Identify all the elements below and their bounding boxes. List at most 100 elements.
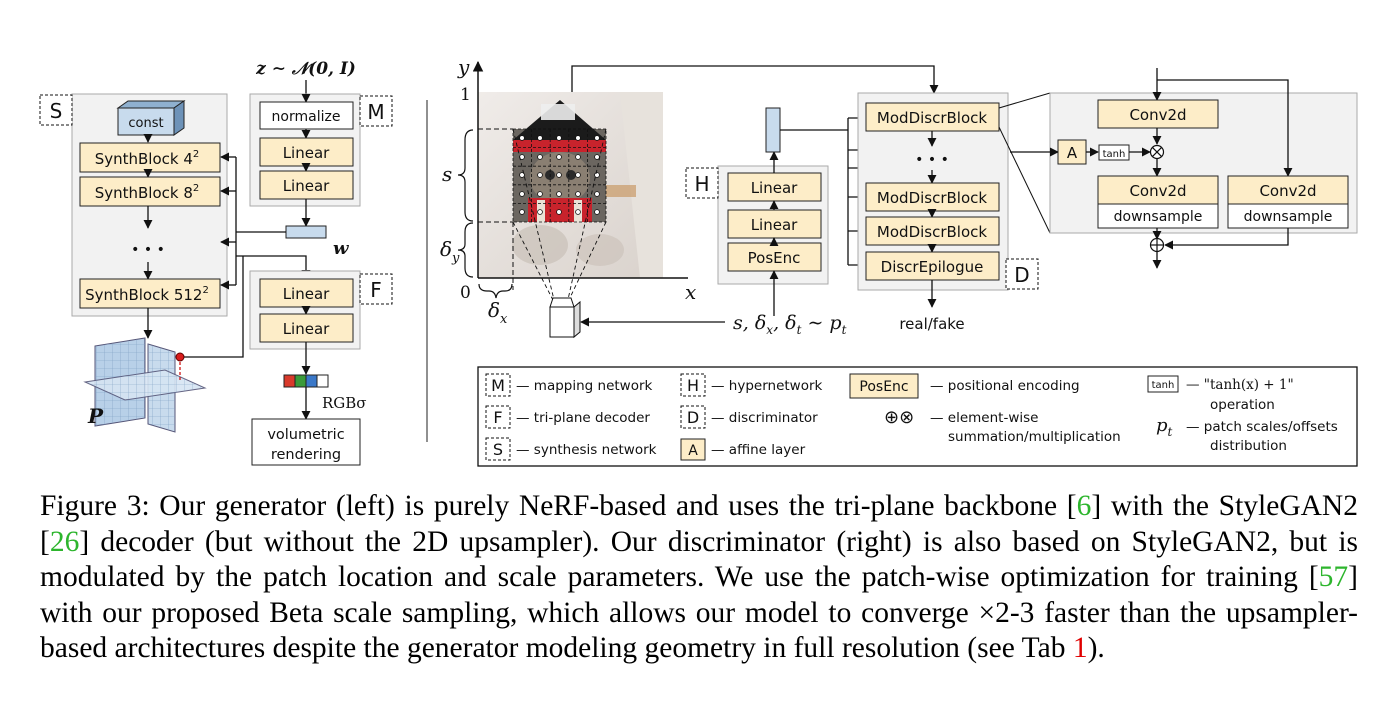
synth-block-exp: 2	[193, 149, 199, 160]
downsample-block-1	[1097, 203, 1219, 229]
caption-ref-57[interactable]: 57	[1318, 561, 1349, 593]
tick-one: 1	[460, 85, 471, 105]
synth-block-res: 512	[174, 286, 203, 304]
caption-text: ] with our proposed Beta scale sampling,…	[40, 561, 1358, 664]
legend-pt-text2: distribution	[1210, 438, 1287, 454]
dx-sub: x	[500, 312, 508, 327]
triplane-icon	[83, 337, 207, 433]
legend-text-a: — affine layer	[711, 442, 806, 458]
legend-posenc-text: — positional encoding	[930, 378, 1080, 394]
synth-block-prefix: SynthBlock	[95, 184, 179, 202]
linear-label: Linear	[283, 144, 330, 162]
legend-tag-h: H	[687, 376, 699, 395]
render-line2: rendering	[271, 447, 341, 463]
mapping-tag: M	[367, 100, 384, 124]
conv2d-block-3	[1227, 175, 1349, 205]
rgb-sigma	[316, 374, 329, 388]
camera-icon	[549, 297, 581, 339]
render-line1: volumetric	[267, 427, 344, 443]
mapping-linear-2	[259, 170, 354, 200]
synth-block-512: SynthBlock 5122	[79, 278, 221, 309]
conv-label: Conv2d	[1129, 106, 1186, 124]
discriminator-panel: H Linear Linear PosEnc D ModDiscrBlock •…	[685, 68, 1358, 333]
legend-text-h: — hypernetwork	[711, 378, 823, 394]
mapping-tag-box	[359, 95, 393, 127]
rgb-label: RGBσ	[322, 394, 367, 412]
dy-brace	[457, 222, 474, 278]
legend: M — mapping network F — tri-plane decode…	[477, 366, 1358, 467]
svg-text:δy: δy	[440, 237, 460, 266]
hyper-tag-box	[685, 167, 719, 199]
decoder-linear-2	[259, 313, 354, 343]
synth-block-8: SynthBlock 82	[79, 176, 221, 207]
legend-tag-a: A	[688, 443, 698, 459]
dy-sub: y	[451, 251, 460, 266]
synth-block-res: 8	[183, 184, 193, 202]
caption-ref-tab-1[interactable]: 1	[1072, 632, 1088, 664]
patch-panel: y x 1 0 s δy δx s, δx, δt ∼ pt	[440, 55, 939, 339]
disc-tag-box	[1005, 258, 1039, 290]
discr-epilogue-block	[865, 251, 1000, 281]
mod-discr-block-2	[865, 182, 1000, 212]
multiply-node	[1149, 144, 1165, 160]
w-label: w	[333, 238, 350, 259]
output-label: real/fake	[899, 315, 964, 333]
legend-text-f: — tri-plane decoder	[516, 410, 650, 426]
triplane-label: P	[87, 404, 104, 428]
downsample-label: downsample	[1244, 209, 1333, 225]
legend-ops-text2: summation/multiplication	[948, 429, 1121, 445]
synth-block-exp: 2	[202, 285, 208, 296]
mod-block-label: ModDiscrBlock	[877, 223, 987, 241]
sampling-label: s, δx, δt ∼ pt	[733, 312, 847, 337]
legend-tag-d: D	[687, 408, 699, 427]
legend-posenc: PosEnc	[859, 379, 908, 395]
synth-dots: • • •	[131, 242, 165, 258]
svg-text:SynthBlock 42: SynthBlock 42	[95, 149, 200, 168]
legend-tag-s: S	[493, 440, 503, 459]
synth-block-exp: 2	[193, 183, 199, 194]
posenc-label: PosEnc	[748, 249, 801, 267]
svg-text:pt: pt	[1156, 415, 1173, 439]
legend-tanh-box: tanh	[1152, 380, 1175, 391]
legend-ops-symbol: ⊕⊗	[884, 407, 914, 428]
affine-block	[1057, 139, 1087, 165]
synth-block-prefix: SynthBlock	[95, 150, 179, 168]
linear-label: Linear	[283, 320, 330, 338]
mod-discr-block-3	[865, 216, 1000, 246]
normalize-block	[259, 101, 354, 130]
legend-text-d: — discriminator	[711, 410, 818, 426]
caption-text: Figure 3: Our generator (left) is purely…	[40, 490, 1077, 522]
hyper-posenc	[727, 242, 822, 272]
y-axis-label: y	[457, 55, 470, 79]
z-sample-label: z ∼ 𝒩(0, I)	[255, 59, 356, 79]
synth-block-4: SynthBlock 42	[79, 142, 221, 173]
figure-3-diagram: S const SynthBlock 42 SynthBlock 82 • • …	[39, 55, 1358, 467]
svg-text:SynthBlock 82: SynthBlock 82	[95, 183, 200, 202]
figure-caption: Figure 3: Our generator (left) is purely…	[40, 489, 1358, 667]
legend-tanh-text2: operation	[1210, 397, 1275, 413]
hyper-linear-2	[727, 209, 822, 239]
rgb-red	[283, 374, 296, 388]
legend-pt-text1: — patch scales/offsets	[1186, 419, 1338, 435]
rgb-blue	[305, 374, 318, 388]
hyper-tag: H	[694, 172, 709, 196]
legend-tag-m: M	[491, 376, 505, 395]
sum-node	[1149, 237, 1165, 253]
conv-label: Conv2d	[1259, 182, 1316, 200]
const-block: const	[116, 100, 186, 136]
svg-text:δx: δx	[488, 298, 508, 327]
caption-ref-6[interactable]: 6	[1076, 490, 1092, 522]
patch-sample-points	[519, 135, 600, 215]
decoder-linear-1	[259, 278, 354, 308]
caption-text: ] decoder (but without the 2D upsampler)…	[40, 525, 1358, 594]
caption-ref-26[interactable]: 26	[49, 525, 80, 558]
synthesis-tag: S	[50, 99, 63, 123]
legend-text-m: — mapping network	[516, 378, 653, 394]
camera-rays	[512, 128, 607, 305]
synth-block-res: 4	[183, 150, 193, 168]
legend-ops-text1: — element-wise	[930, 410, 1038, 426]
s-label: s	[442, 162, 452, 186]
modulation-vector	[765, 107, 781, 153]
legend-text-s: — synthesis network	[516, 442, 657, 458]
caption-text: ).	[1087, 632, 1105, 664]
